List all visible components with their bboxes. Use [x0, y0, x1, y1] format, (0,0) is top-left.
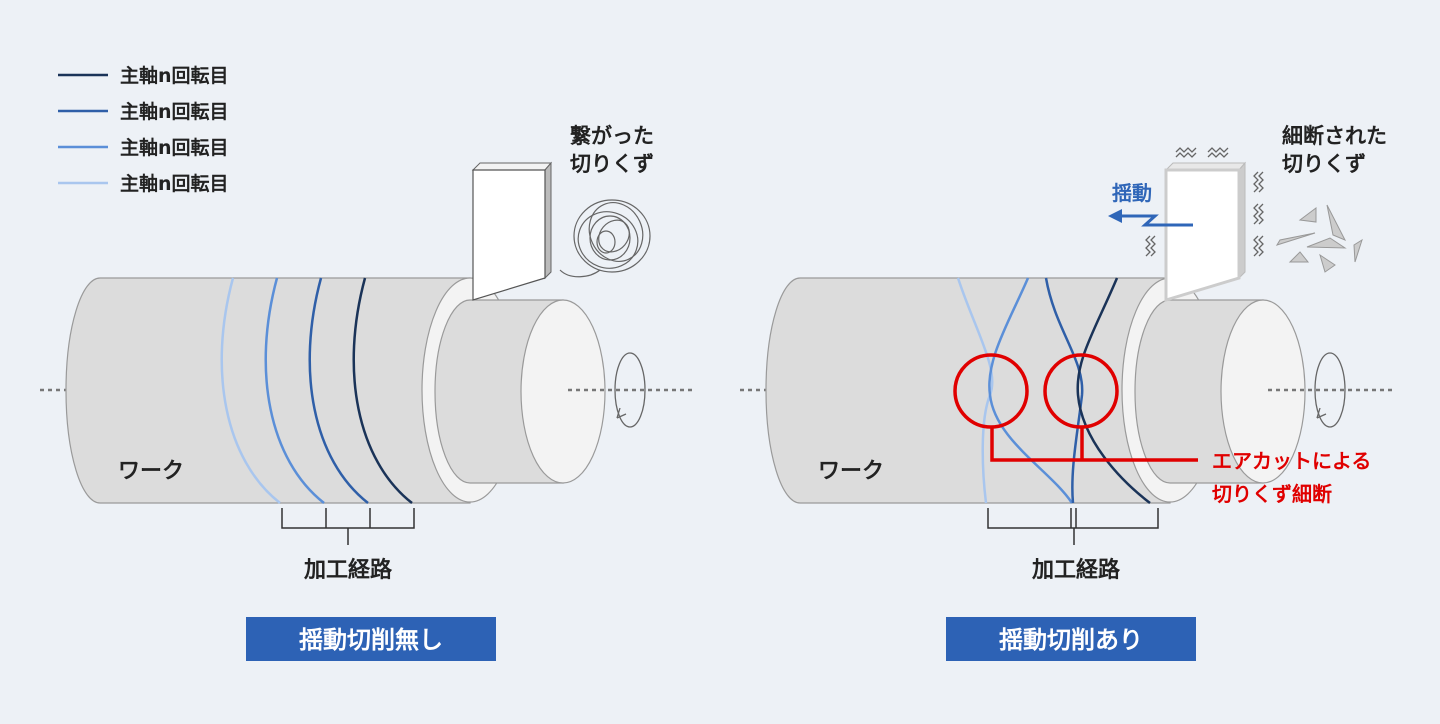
workpiece-end-face [520, 299, 606, 484]
title-badge [946, 617, 1196, 661]
left-panel: ワーク 繋がった 切りくず 加工経路 揺動切削無し [40, 124, 695, 661]
path-bracket [281, 508, 415, 545]
chip-fragments-icon [1275, 204, 1363, 273]
oscillation-arrow-icon [1108, 209, 1193, 227]
legend-label-4: 主軸n回転目 [120, 172, 229, 195]
legend-label-1: 主軸n回転目 [120, 64, 229, 87]
chip-label: 細断された [1282, 124, 1387, 148]
chip-label: 切りくず [570, 152, 654, 176]
rotation-arrow-icon [1314, 352, 1346, 428]
air-cut-highlight [953, 353, 1198, 462]
right-panel: ワーク エアカットによる 切りくず細断 揺動 [740, 124, 1395, 661]
legend-label-3: 主軸n回転目 [120, 136, 229, 159]
cutting-tool [471, 161, 553, 301]
oscillation-label: 揺動 [1112, 181, 1152, 205]
rotation-arrow-icon [614, 352, 646, 428]
tool-path-3 [264, 277, 325, 504]
panel-title: 揺動切削あり [999, 626, 1143, 654]
tool-path-4 [220, 277, 281, 504]
cutting-tool [1164, 161, 1247, 303]
path-label: 加工経路 [1031, 557, 1121, 583]
legend: 主軸n回転目 主軸n回転目 主軸n回転目 主軸n回転目 [58, 64, 229, 195]
tangled-chip-icon [559, 199, 651, 278]
chip-label: 切りくず [1282, 152, 1366, 176]
air-cut-label: エアカットによる [1212, 449, 1371, 473]
vibration-icon [1145, 147, 1264, 257]
tool-path-3 [988, 277, 1074, 504]
panel-title: 揺動切削無し [299, 626, 443, 654]
legend-label-2: 主軸n回転目 [120, 100, 229, 123]
tool-path-1 [1076, 277, 1151, 504]
air-cut-label: 切りくず細断 [1212, 482, 1332, 506]
tool-path-1 [352, 277, 413, 504]
work-label: ワーク [818, 459, 884, 484]
workpiece-end-face [1220, 299, 1306, 484]
work-label: ワーク [118, 459, 184, 484]
tool-path-2 [308, 277, 369, 504]
title-badge [246, 617, 496, 661]
tool-path-2 [1044, 277, 1084, 504]
workpiece-body [765, 277, 1171, 504]
path-label: 加工経路 [303, 557, 393, 583]
chip-label: 繋がった [570, 124, 654, 148]
path-bracket [987, 508, 1159, 545]
